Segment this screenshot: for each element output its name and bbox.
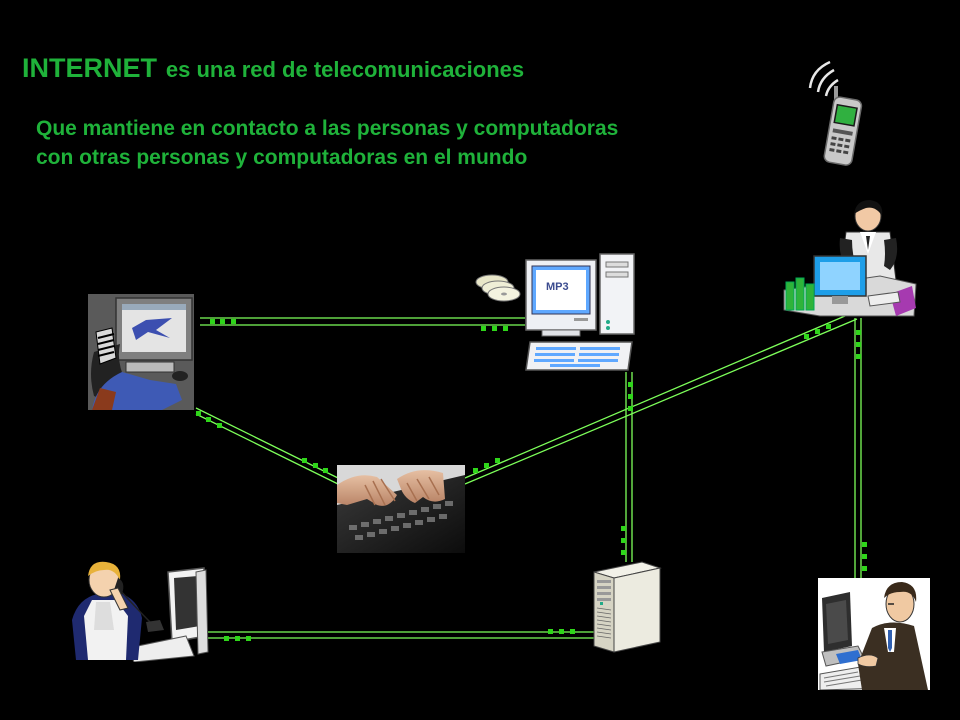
packet	[548, 629, 553, 634]
packet	[484, 463, 489, 468]
packet	[503, 326, 508, 331]
person-on-phone-icon	[68, 560, 210, 663]
packet	[492, 326, 497, 331]
link-line	[464, 312, 853, 479]
typing-hands-icon	[337, 465, 465, 553]
packet	[570, 629, 575, 634]
packet	[628, 406, 633, 411]
office-worker-icon	[780, 198, 918, 320]
server-tower-icon	[592, 558, 662, 654]
packet	[628, 382, 633, 387]
packet	[621, 526, 626, 531]
mp3-label: MP3	[546, 281, 569, 293]
packet	[231, 319, 236, 324]
person-at-computer-icon	[86, 292, 198, 412]
title-rest: es una red de telecomunicaciones	[165, 57, 525, 82]
cd-discs-icon	[475, 274, 521, 302]
packet	[862, 566, 867, 571]
packet	[621, 538, 626, 543]
link-line	[464, 318, 858, 485]
packet	[217, 423, 222, 428]
packet	[862, 554, 867, 559]
packet	[628, 394, 633, 399]
packet	[559, 629, 564, 634]
page-title: INTERNET es una red de telecomunicacione…	[22, 48, 524, 85]
packet	[196, 411, 201, 416]
packet	[323, 468, 328, 473]
subtitle-line-2: con otras personas y computadoras en el …	[36, 146, 528, 169]
packet	[246, 636, 251, 641]
packet	[862, 542, 867, 547]
packet	[815, 329, 820, 334]
packet	[826, 324, 831, 329]
page-subtitle: Que mantiene en contacto a las personas …	[36, 114, 618, 172]
packet	[481, 326, 486, 331]
packet	[856, 354, 861, 359]
packet	[206, 417, 211, 422]
packet	[235, 636, 240, 641]
businessman-at-computer-icon	[818, 578, 930, 691]
packet	[220, 319, 225, 324]
desktop-computer-icon: MP3	[470, 252, 636, 374]
packet	[224, 636, 229, 641]
title-main: INTERNET	[22, 53, 157, 83]
mobile-phone-icon	[800, 56, 864, 170]
packet	[302, 458, 307, 463]
packet	[313, 463, 318, 468]
packet	[621, 550, 626, 555]
packet	[210, 319, 215, 324]
packet	[473, 468, 478, 473]
packet	[856, 342, 861, 347]
packet	[804, 334, 809, 339]
packet	[856, 330, 861, 335]
packet	[495, 458, 500, 463]
subtitle-line-1: Que mantiene en contacto a las personas …	[36, 117, 619, 140]
